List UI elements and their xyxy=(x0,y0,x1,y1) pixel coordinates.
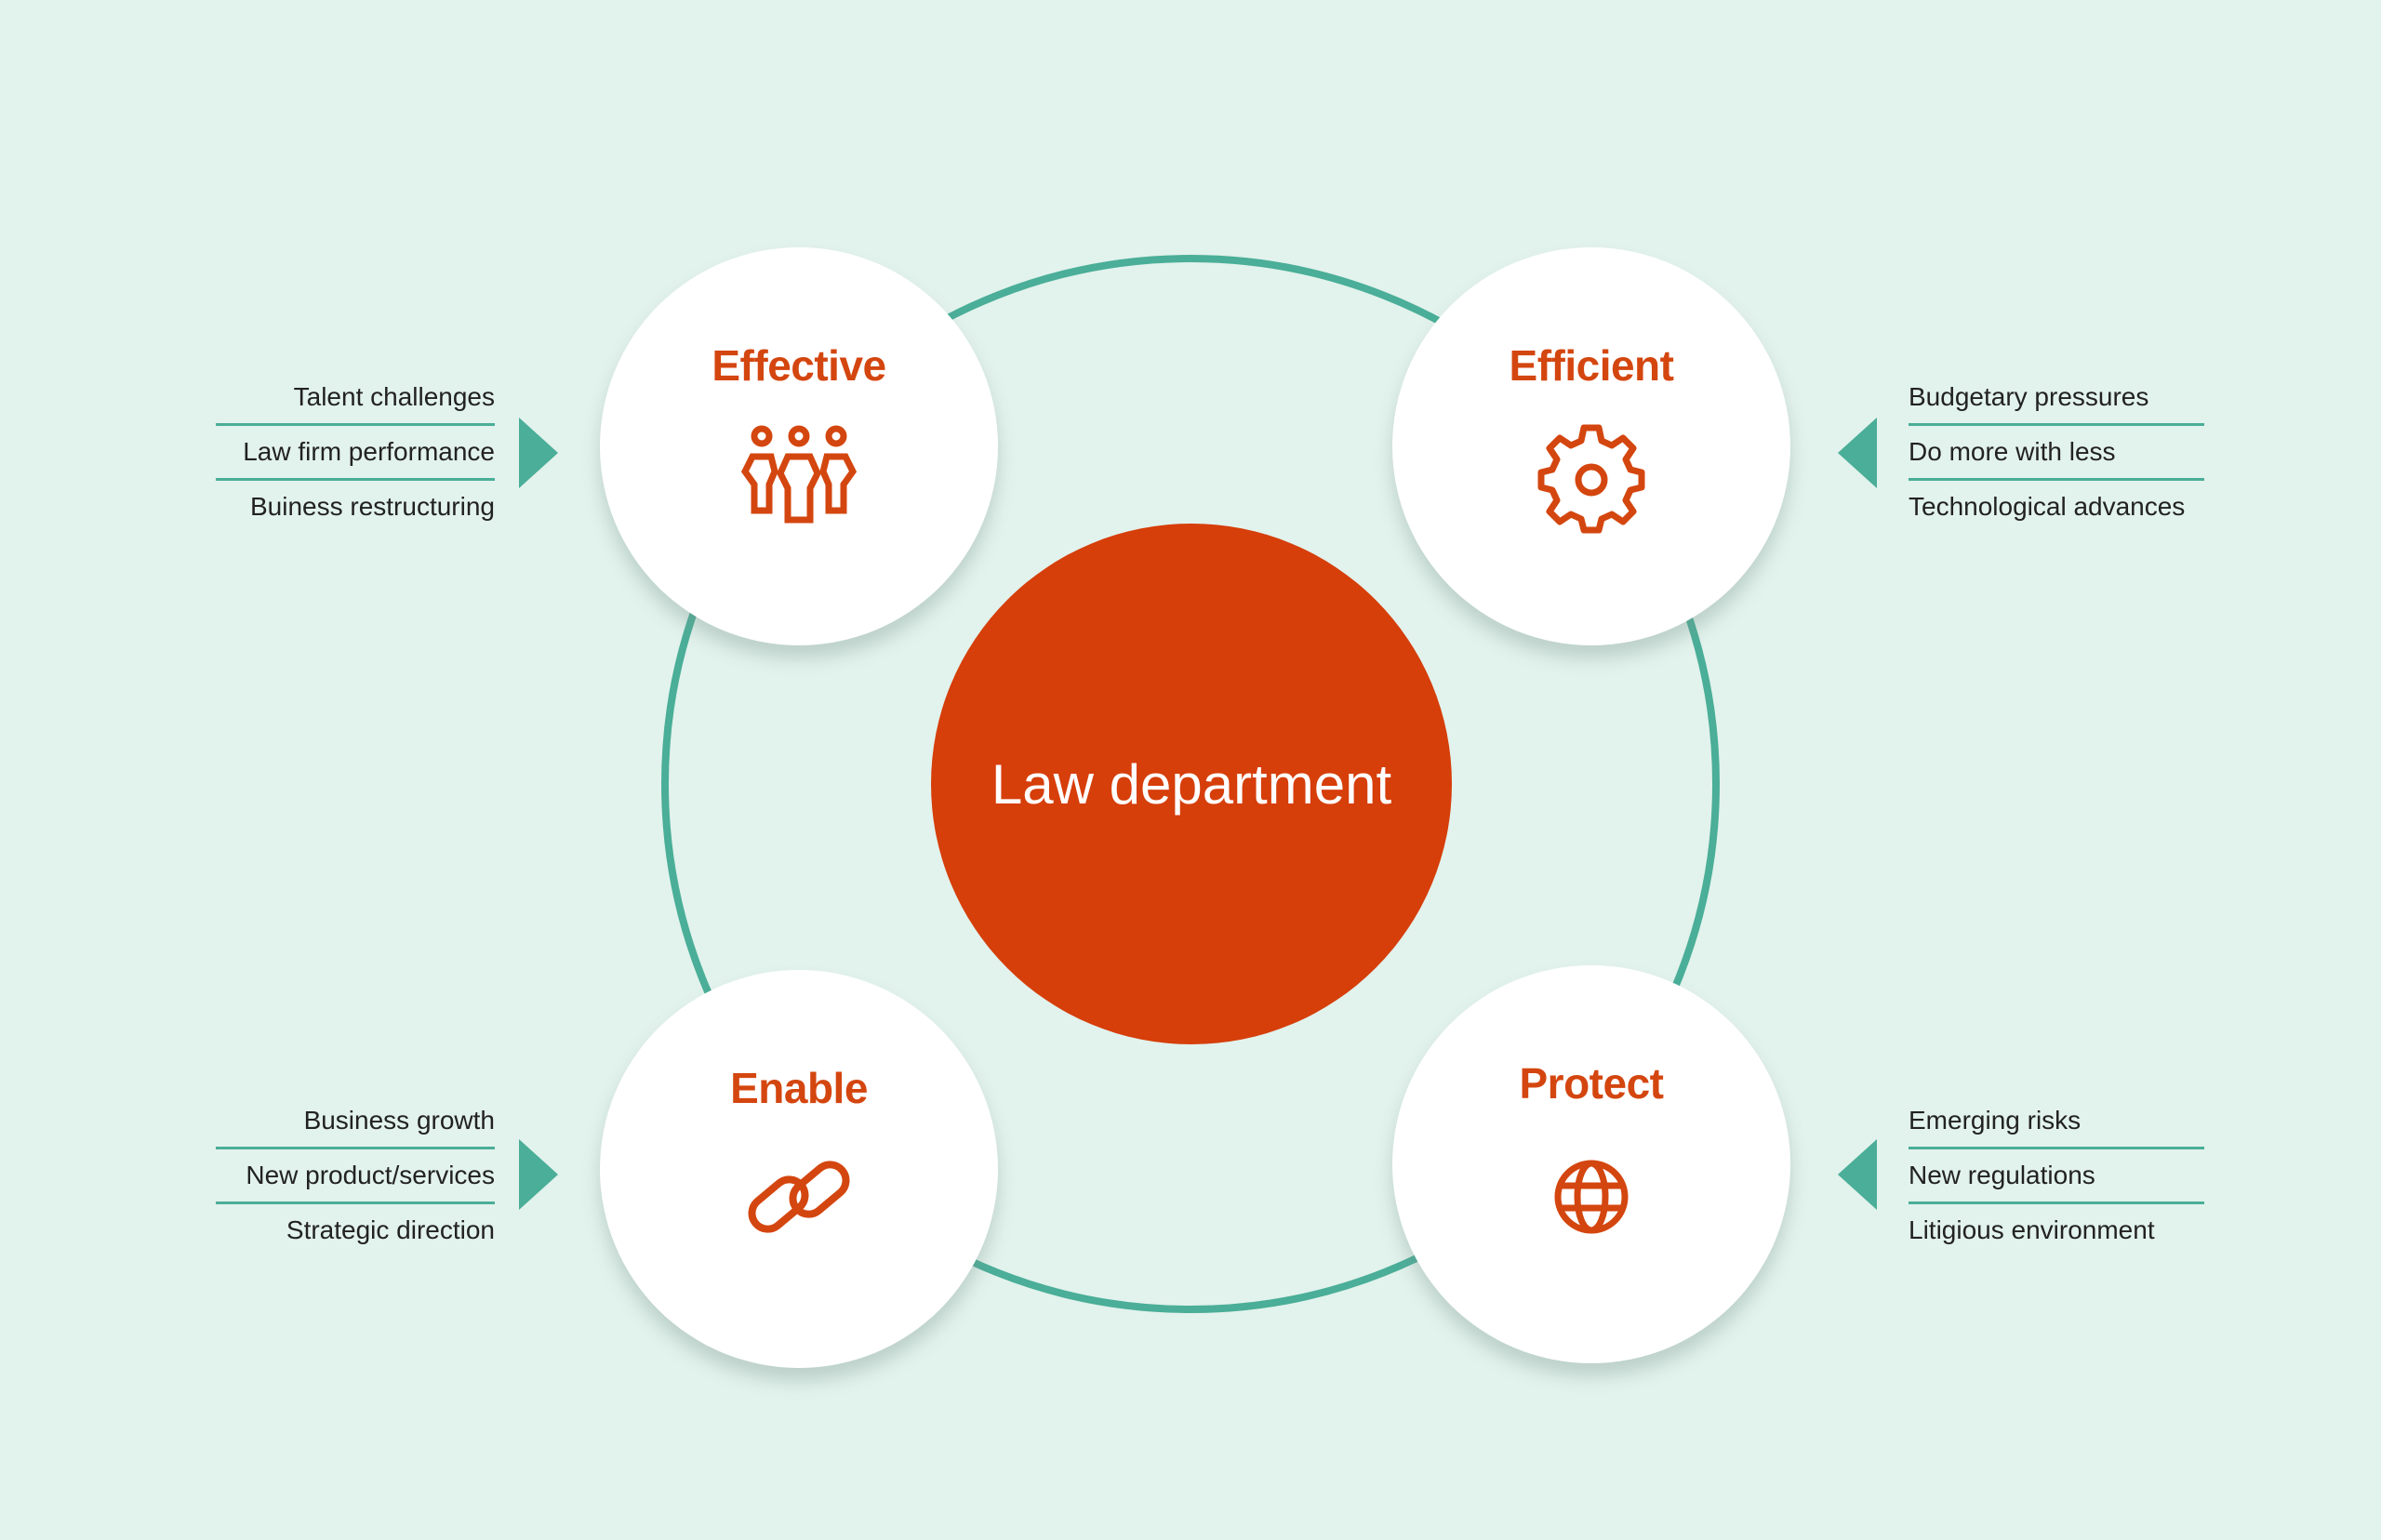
protect-node: Protect xyxy=(1392,965,1790,1363)
protect-title: Protect xyxy=(1519,1059,1664,1108)
driver-item: Law firm performance xyxy=(216,423,495,478)
driver-item: Technological advances xyxy=(1909,478,2204,533)
arrow-left-icon xyxy=(1838,418,1877,488)
driver-item: Buiness restructuring xyxy=(216,478,495,533)
driver-item: New product/services xyxy=(216,1147,495,1201)
enable-title: Enable xyxy=(730,1064,868,1112)
efficient-title: Efficient xyxy=(1509,341,1674,390)
link-icon xyxy=(748,1161,850,1233)
protect-drivers: Emerging risks New regulations Litigious… xyxy=(1909,1095,2204,1256)
center-label: Law department xyxy=(991,752,1392,816)
driver-item: Emerging risks xyxy=(1909,1106,2082,1135)
people-icon xyxy=(740,425,858,524)
driver-item: Litigious environment xyxy=(1909,1201,2204,1256)
effective-node: Effective xyxy=(600,247,998,645)
driver-item: Talent challenges xyxy=(293,382,495,411)
driver-item: Do more with less xyxy=(1909,423,2204,478)
driver-item: New regulations xyxy=(1909,1147,2204,1201)
arrow-right-icon xyxy=(519,418,558,488)
enable-drivers: Business growth New product/services Str… xyxy=(216,1095,495,1256)
driver-item: Business growth xyxy=(303,1106,495,1135)
enable-node: Enable xyxy=(600,970,998,1368)
efficient-drivers: Budgetary pressures Do more with less Te… xyxy=(1909,371,2204,533)
driver-item: Budgetary pressures xyxy=(1909,382,2149,411)
efficient-node: Efficient xyxy=(1392,247,1790,645)
effective-title: Effective xyxy=(712,341,886,390)
effective-drivers: Talent challenges Law firm performance B… xyxy=(216,371,495,533)
driver-item: Strategic direction xyxy=(216,1201,495,1256)
globe-icon xyxy=(1554,1160,1629,1234)
arrow-right-icon xyxy=(519,1139,558,1210)
gear-icon xyxy=(1537,424,1645,534)
law-department-circle: Law department xyxy=(931,524,1452,1044)
arrow-left-icon xyxy=(1838,1139,1877,1210)
